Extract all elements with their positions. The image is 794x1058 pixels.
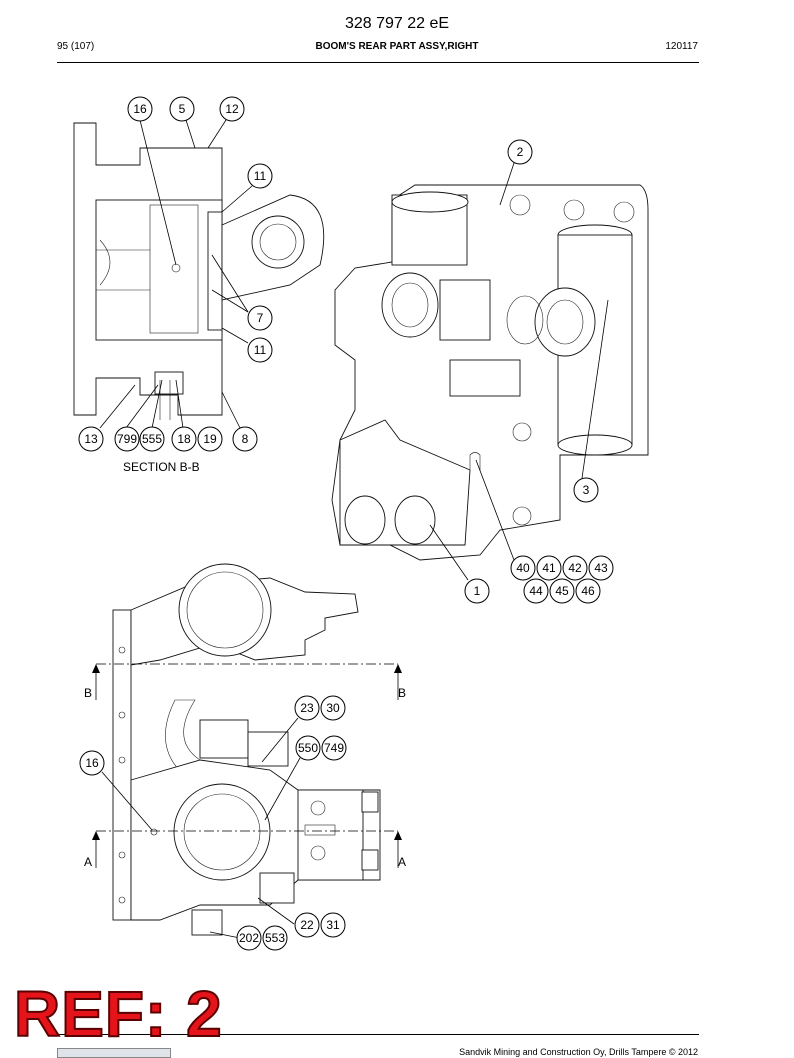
svg-text:40: 40 [516,561,530,575]
svg-text:43: 43 [594,561,608,575]
section-marker-b-right: B [398,686,406,700]
svg-text:8: 8 [242,432,249,446]
date-code: 120117 [665,41,698,52]
part-balloon: 749 [321,735,347,761]
svg-text:12: 12 [225,102,239,116]
part-balloon: 44 [523,578,549,604]
svg-text:42: 42 [568,561,582,575]
part-balloon: 11 [247,163,273,189]
part-balloon: 22 [294,912,320,938]
section-marker-a-right: A [398,855,406,869]
part-balloon: 45 [549,578,575,604]
svg-text:553: 553 [265,931,285,945]
svg-text:18: 18 [177,432,191,446]
svg-text:11: 11 [254,169,267,183]
svg-text:46: 46 [581,584,595,598]
svg-text:41: 41 [542,561,556,575]
svg-text:799: 799 [117,432,137,446]
part-balloon: 16 [127,96,153,122]
part-balloon: 40 [510,555,536,581]
part-balloon: 8 [232,426,258,452]
part-balloon: 46 [575,578,601,604]
part-balloon: 31 [320,912,346,938]
svg-text:22: 22 [300,918,314,932]
part-balloon: 553 [262,925,288,951]
svg-text:2: 2 [517,145,524,159]
svg-text:44: 44 [529,584,543,598]
svg-text:5: 5 [179,102,186,116]
footer-copyright: Sandvik Mining and Construction Oy, Dril… [459,1047,698,1057]
part-balloon: 555 [139,426,165,452]
part-balloon: 799 [114,426,140,452]
section-marker-b-left: B [84,686,92,700]
header-rule [57,62,699,63]
page-title: BOOM'S REAR PART ASSY,RIGHT [315,41,479,52]
part-balloon: 30 [320,695,346,721]
ref-stamp: REF: 2 [13,978,223,1050]
part-balloon: 202 [236,925,262,951]
svg-text:202: 202 [239,931,259,945]
part-balloon: 550 [295,735,321,761]
isometric-assembly-view [331,162,649,581]
section-b-b-view [73,119,325,429]
part-balloon: 2 [507,139,533,165]
footer-rule [57,1034,699,1035]
part-balloon: 19 [197,426,223,452]
svg-text:16: 16 [133,102,147,116]
svg-text:3: 3 [583,483,590,497]
part-balloon: 41 [536,555,562,581]
svg-text:45: 45 [555,584,569,598]
part-balloon: 43 [588,555,614,581]
svg-text:13: 13 [84,432,98,446]
part-balloon: 16 [79,750,105,776]
part-balloon: 3 [573,477,599,503]
svg-text:23: 23 [300,701,314,715]
section-marker-a-left: A [84,855,92,869]
part-balloon: 5 [169,96,195,122]
svg-text:16: 16 [85,756,99,770]
svg-text:31: 31 [326,918,340,932]
part-balloon: 18 [171,426,197,452]
svg-text:749: 749 [324,741,344,755]
svg-text:7: 7 [257,311,264,325]
svg-text:11: 11 [254,343,267,357]
part-balloon: 23 [294,695,320,721]
part-balloon: 1 [464,578,490,604]
svg-text:30: 30 [326,701,340,715]
part-balloon: 12 [219,96,245,122]
svg-text:1: 1 [474,584,481,598]
svg-text:555: 555 [142,432,162,446]
part-balloon: 13 [78,426,104,452]
svg-text:550: 550 [298,741,318,755]
section-label: SECTION B-B [123,460,200,474]
part-balloon: 11 [247,337,273,363]
part-balloon: 42 [562,555,588,581]
front-view [92,563,402,939]
page-number: 95 (107) [57,41,95,52]
svg-text:19: 19 [203,432,217,446]
document-number: 328 797 22 eE [344,15,450,32]
part-balloon: 7 [247,305,273,331]
